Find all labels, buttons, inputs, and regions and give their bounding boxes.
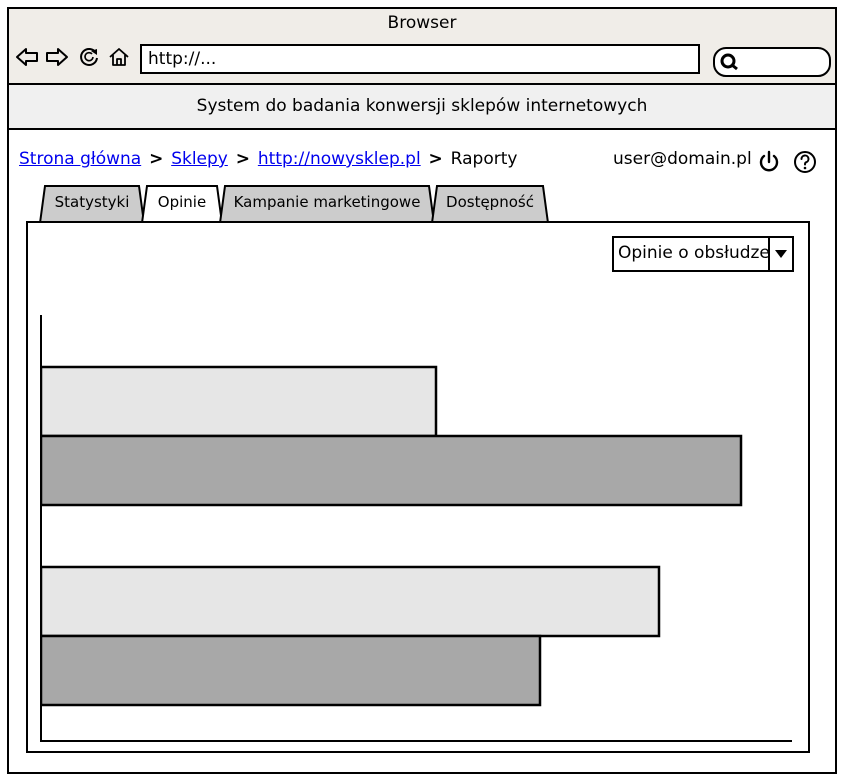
report-panel: Opinie o obsłudze	[26, 221, 810, 753]
breadcrumb-home[interactable]: Strona główna	[19, 149, 142, 169]
reload-icon[interactable]	[77, 45, 101, 69]
browser-search-input[interactable]	[713, 47, 831, 77]
report-type-select[interactable]: Opinie o obsłudze	[612, 236, 794, 272]
report-type-selected: Opinie o obsłudze	[618, 243, 770, 263]
chevron-right-icon: >	[235, 149, 250, 169]
home-icon[interactable]	[107, 45, 131, 69]
tab-label: Kampanie marketingowe	[233, 193, 421, 211]
tab-statystyki[interactable]: Statystyki	[39, 185, 145, 223]
tab-dostepnosc[interactable]: Dostępność	[431, 185, 549, 223]
browser-window: Browser http://... System do badania kon…	[7, 7, 837, 774]
bar-group2-series1	[40, 565, 661, 638]
bar-chart	[40, 315, 792, 742]
tab-bar: Statystyki Opinie Kampanie marketingowe …	[39, 185, 599, 223]
forward-arrow-icon[interactable]	[45, 45, 69, 69]
bar-group2-series2	[40, 634, 542, 707]
url-input[interactable]: http://...	[140, 44, 700, 74]
browser-titlebar: Browser http://...	[9, 9, 835, 85]
tab-label: Opinie	[157, 193, 207, 211]
breadcrumb: Strona główna > Sklepy > http://nowysklep.pl…	[19, 149, 517, 169]
power-icon[interactable]	[757, 150, 781, 174]
breadcrumb-current: Raporty	[450, 149, 518, 169]
tab-opinie[interactable]: Opinie	[141, 185, 223, 223]
browser-title: Browser	[387, 13, 457, 33]
bar-group1-series2	[40, 434, 743, 507]
app-header: System do badania konwersji sklepów inte…	[9, 85, 835, 130]
chevron-down-icon	[775, 250, 787, 258]
tab-label: Statystyki	[54, 193, 130, 211]
tab-label: Dostępność	[446, 193, 534, 211]
breadcrumb-shops[interactable]: Sklepy	[171, 149, 228, 169]
chevron-right-icon: >	[428, 149, 443, 169]
bar-group1-series1	[40, 365, 438, 438]
chevron-right-icon: >	[149, 149, 164, 169]
user-email: user@domain.pl	[613, 149, 752, 169]
help-icon[interactable]	[793, 150, 817, 174]
tab-kampanie[interactable]: Kampanie marketingowe	[219, 185, 435, 223]
breadcrumb-shop[interactable]: http://nowysklep.pl	[257, 149, 421, 169]
dropdown-toggle[interactable]	[768, 238, 792, 270]
search-icon	[720, 53, 738, 71]
back-arrow-icon[interactable]	[15, 45, 39, 69]
